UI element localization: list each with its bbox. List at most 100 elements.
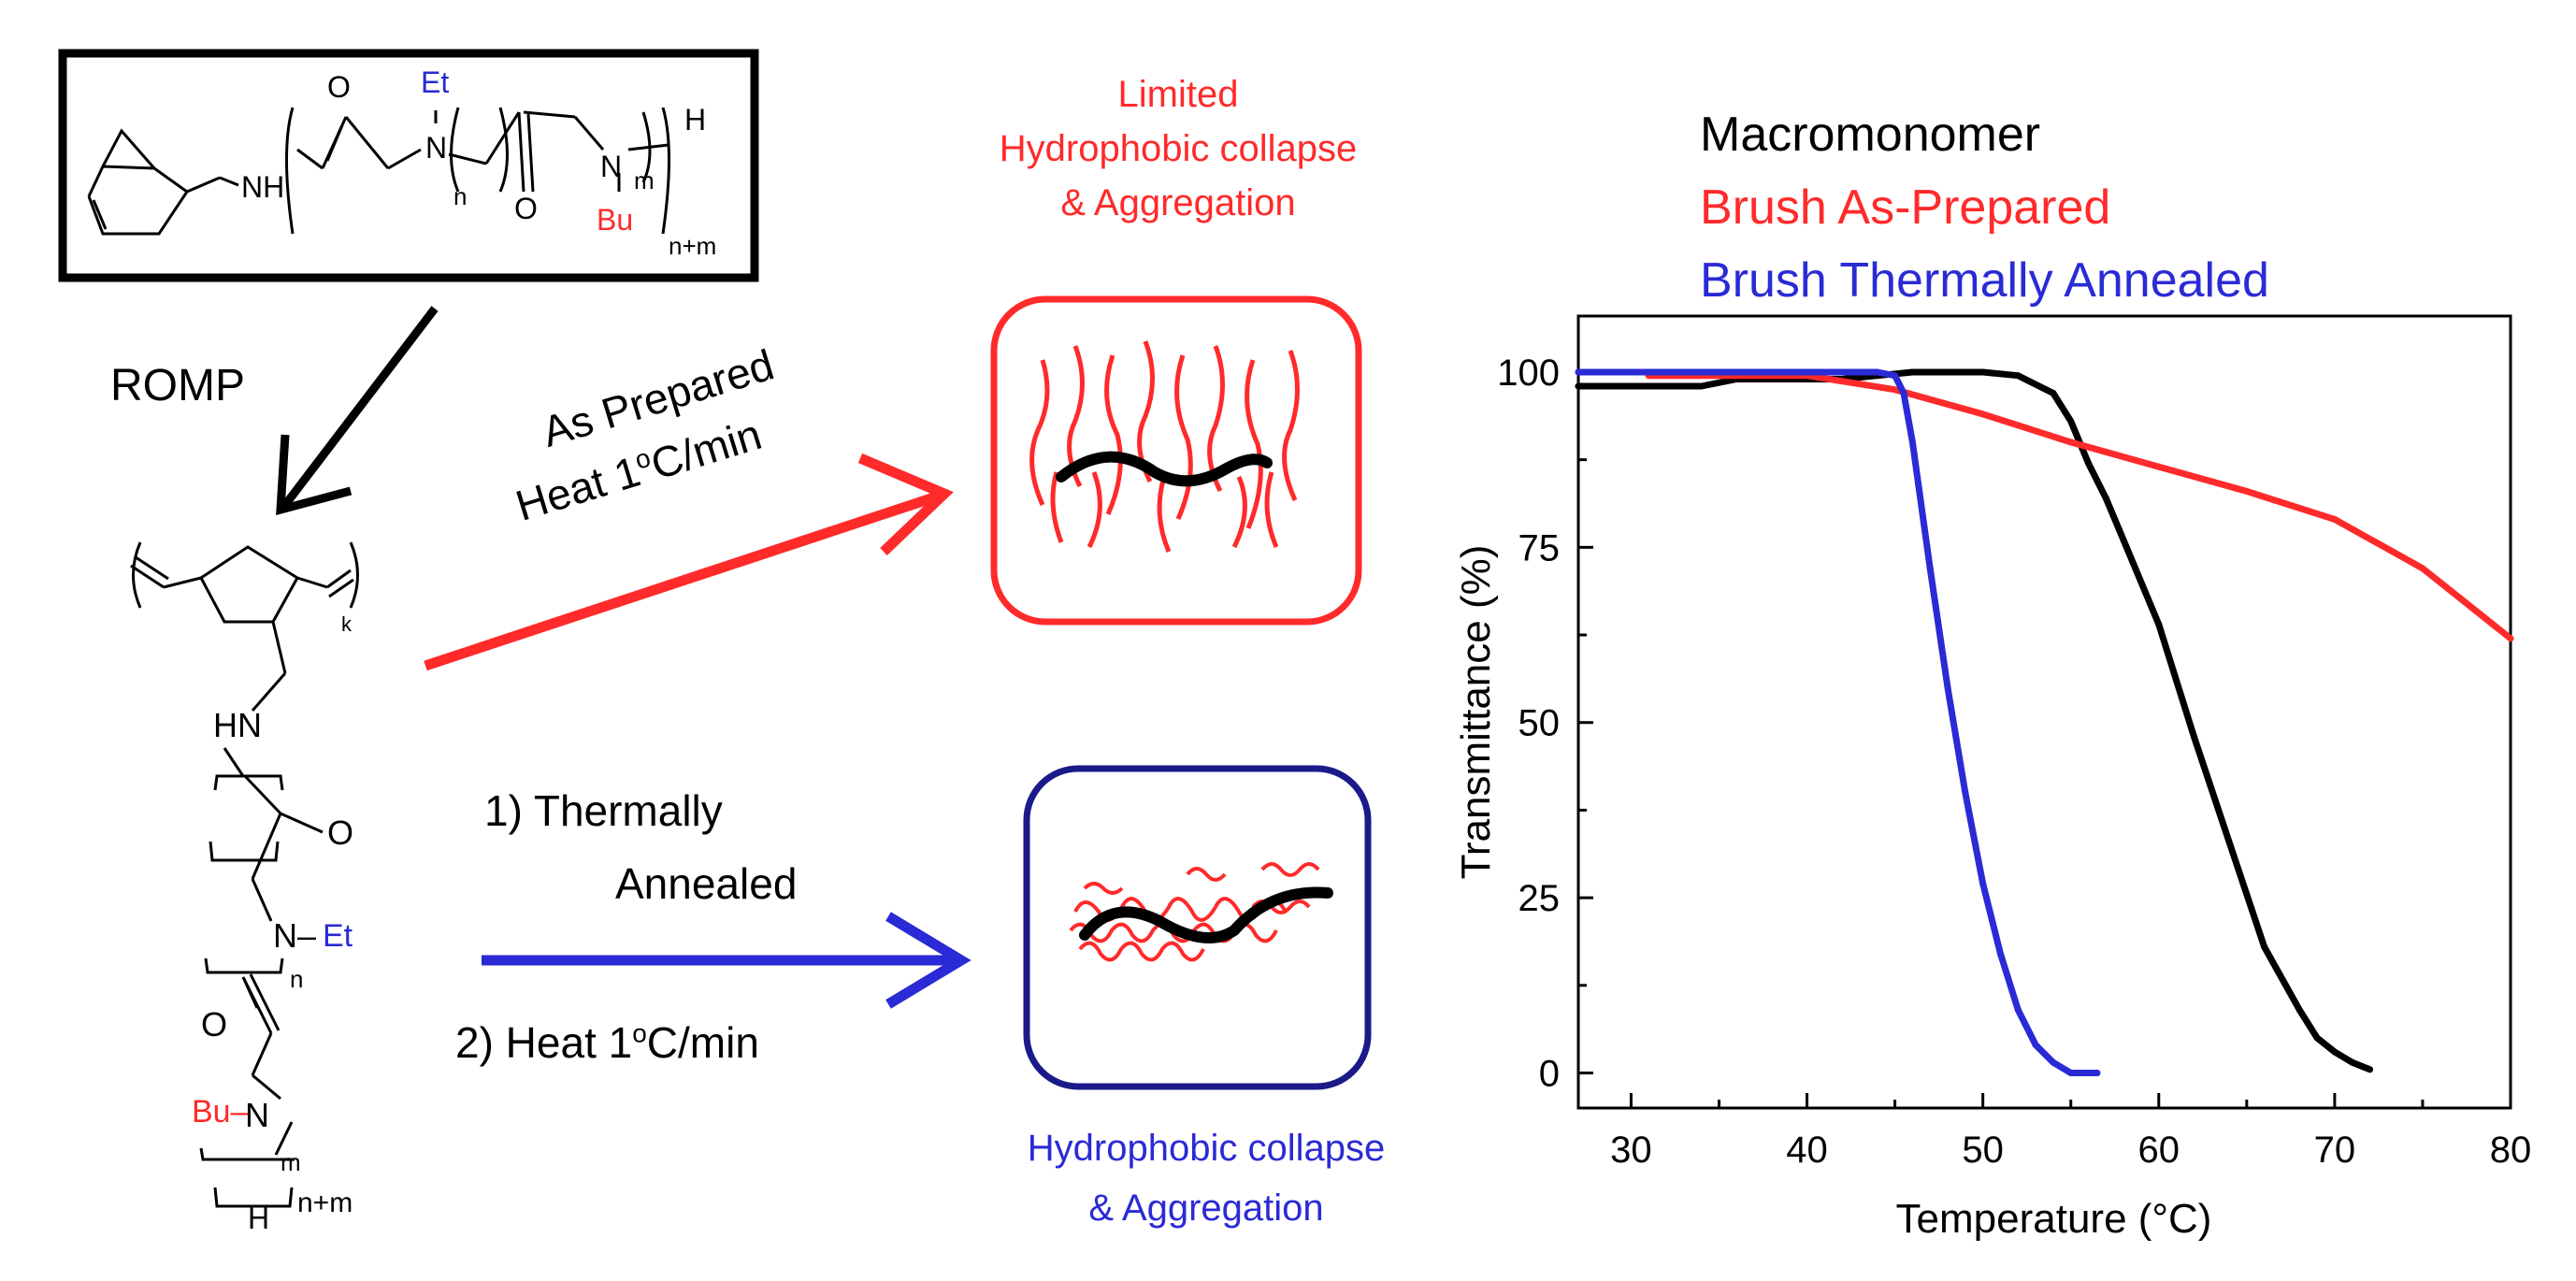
polymer-structure — [130, 541, 359, 1208]
monomer-o2: O — [514, 192, 538, 225]
series-2-point — [1900, 389, 1907, 396]
monomer-box — [58, 49, 759, 282]
extended-backbone — [1056, 451, 1273, 487]
polymer-o2: O — [201, 1005, 228, 1044]
series-2-point — [1926, 565, 1934, 572]
series-0-point — [2295, 1006, 2303, 1014]
collapse-label: Hydrophobic collapse & Aggregation — [954, 1118, 1459, 1238]
x-tick-label: 70 — [2314, 1130, 2356, 1171]
series-2-point — [1944, 684, 1951, 691]
series-1-point — [1892, 386, 1899, 394]
series-0-point — [2014, 372, 2022, 380]
x-tick-label: 80 — [2490, 1130, 2532, 1171]
x-tick-label: 50 — [1962, 1130, 2004, 1171]
series-2-point — [1874, 368, 1881, 376]
series-0-point — [1979, 368, 1987, 376]
series-2-point — [1962, 789, 1969, 797]
extended-brush-icon — [1029, 340, 1300, 553]
monomer-chain — [285, 107, 670, 235]
annealed-step2: 2) Heat 1oC/min — [455, 1018, 759, 1067]
series-2-point — [1908, 439, 1916, 446]
monomer-sub-nm: n+m — [669, 232, 717, 260]
as-prepared-arrow — [424, 453, 954, 671]
series-0-point — [2067, 417, 2075, 425]
series-2-point — [1575, 368, 1582, 376]
series-0-point — [2313, 1034, 2321, 1042]
series-1-point — [1979, 410, 1987, 418]
monomer-sub-m: m — [634, 166, 655, 194]
x-axis-label: Temperature (°C) — [1896, 1196, 2212, 1242]
x-tick-label: 60 — [2138, 1130, 2180, 1171]
series-0-point — [2225, 838, 2233, 845]
series-line-0 — [1575, 368, 2373, 1073]
monomer-bu: Bu — [597, 203, 634, 237]
chart-legend: Macromonomer Brush As-Prepared Brush The… — [1700, 98, 2269, 317]
series-1-point — [2507, 635, 2514, 642]
series-0-point — [2190, 733, 2197, 741]
y-tick-label: 75 — [1518, 527, 1561, 569]
polymer-sub-m: m — [281, 1148, 301, 1176]
limited-collapse-label: Limited Hydrophobic collapse & Aggregati… — [991, 67, 1365, 230]
x-tick-label: 40 — [1786, 1130, 1828, 1171]
y-tick-label: 50 — [1518, 703, 1561, 744]
annealed-step1-cont: Annealed — [615, 859, 798, 908]
polymer-sub-k: k — [341, 612, 352, 636]
collapse-line2: & Aggregation — [1088, 1187, 1324, 1229]
series-2-point — [1996, 950, 2004, 957]
y-axis-label: Transmittance (%) — [1453, 545, 1499, 880]
limited-collapse-box — [990, 295, 1362, 626]
series-1-point — [2155, 463, 2163, 470]
y-tick-label: 0 — [1539, 1054, 1560, 1095]
series-0-point — [1698, 382, 1705, 390]
series-0-point — [2050, 389, 2057, 396]
series-1-point — [2243, 487, 2251, 495]
monomer-n2: N — [600, 150, 623, 183]
series-0-point — [1908, 368, 1916, 376]
chemistry-diagram — [58, 49, 1372, 1208]
series-0-point — [2367, 1066, 2374, 1073]
monomer-h: H — [684, 103, 707, 137]
series-1-point — [2067, 439, 2075, 446]
y-tick-label: 25 — [1518, 878, 1561, 919]
polymer-n2: N — [245, 1096, 269, 1134]
series-2-point — [2094, 1070, 2101, 1077]
series-0-point — [2261, 943, 2268, 951]
collapsed-box — [1023, 765, 1372, 1090]
limited-line3: & Aggregation — [1060, 182, 1296, 223]
polymer-sub-n: n — [290, 965, 304, 993]
series-0-point — [2085, 459, 2093, 467]
polymer-o1: O — [327, 813, 354, 852]
plot-frame — [1576, 314, 2512, 1110]
annealed-arrow — [482, 912, 971, 1009]
polymer-sub-nm: n+m — [297, 1187, 353, 1218]
collapse-line1: Hydrophobic collapse — [1027, 1128, 1386, 1169]
romp-label: ROMP — [110, 361, 245, 410]
series-line-1 — [1645, 372, 2514, 642]
polymer-et: Et — [323, 918, 353, 954]
series-line-2 — [1575, 368, 2101, 1076]
legend-macromonomer: Macromonomer — [1700, 108, 2041, 162]
monomer-nh: NH — [241, 170, 285, 204]
series-0-point — [2120, 537, 2127, 544]
series-0-point — [2331, 1048, 2339, 1056]
polymer-bu: Bu– — [192, 1094, 249, 1130]
romp-arrow — [276, 306, 439, 515]
y-tick-label: 100 — [1497, 353, 1560, 394]
monomer-o1: O — [327, 70, 351, 104]
series-0-point — [2349, 1058, 2356, 1066]
series-1-point — [2331, 515, 2339, 523]
series-0-point — [2102, 495, 2109, 502]
series-2-point — [2067, 1070, 2075, 1077]
series-0-point — [2155, 621, 2163, 628]
legend-annealed: Brush Thermally Annealed — [1700, 253, 2269, 308]
limited-line1: Limited — [1117, 74, 1239, 115]
series-2-point — [1892, 372, 1899, 380]
series-2-point — [2032, 1042, 2039, 1049]
monomer-et: Et — [421, 65, 450, 99]
polymer-n-et: N– — [273, 916, 317, 955]
series-2-point — [2014, 1006, 2022, 1014]
series-2-point — [2050, 1058, 2057, 1066]
x-tick-label: 30 — [1610, 1130, 1652, 1171]
monomer-sub-n: n — [453, 182, 468, 210]
